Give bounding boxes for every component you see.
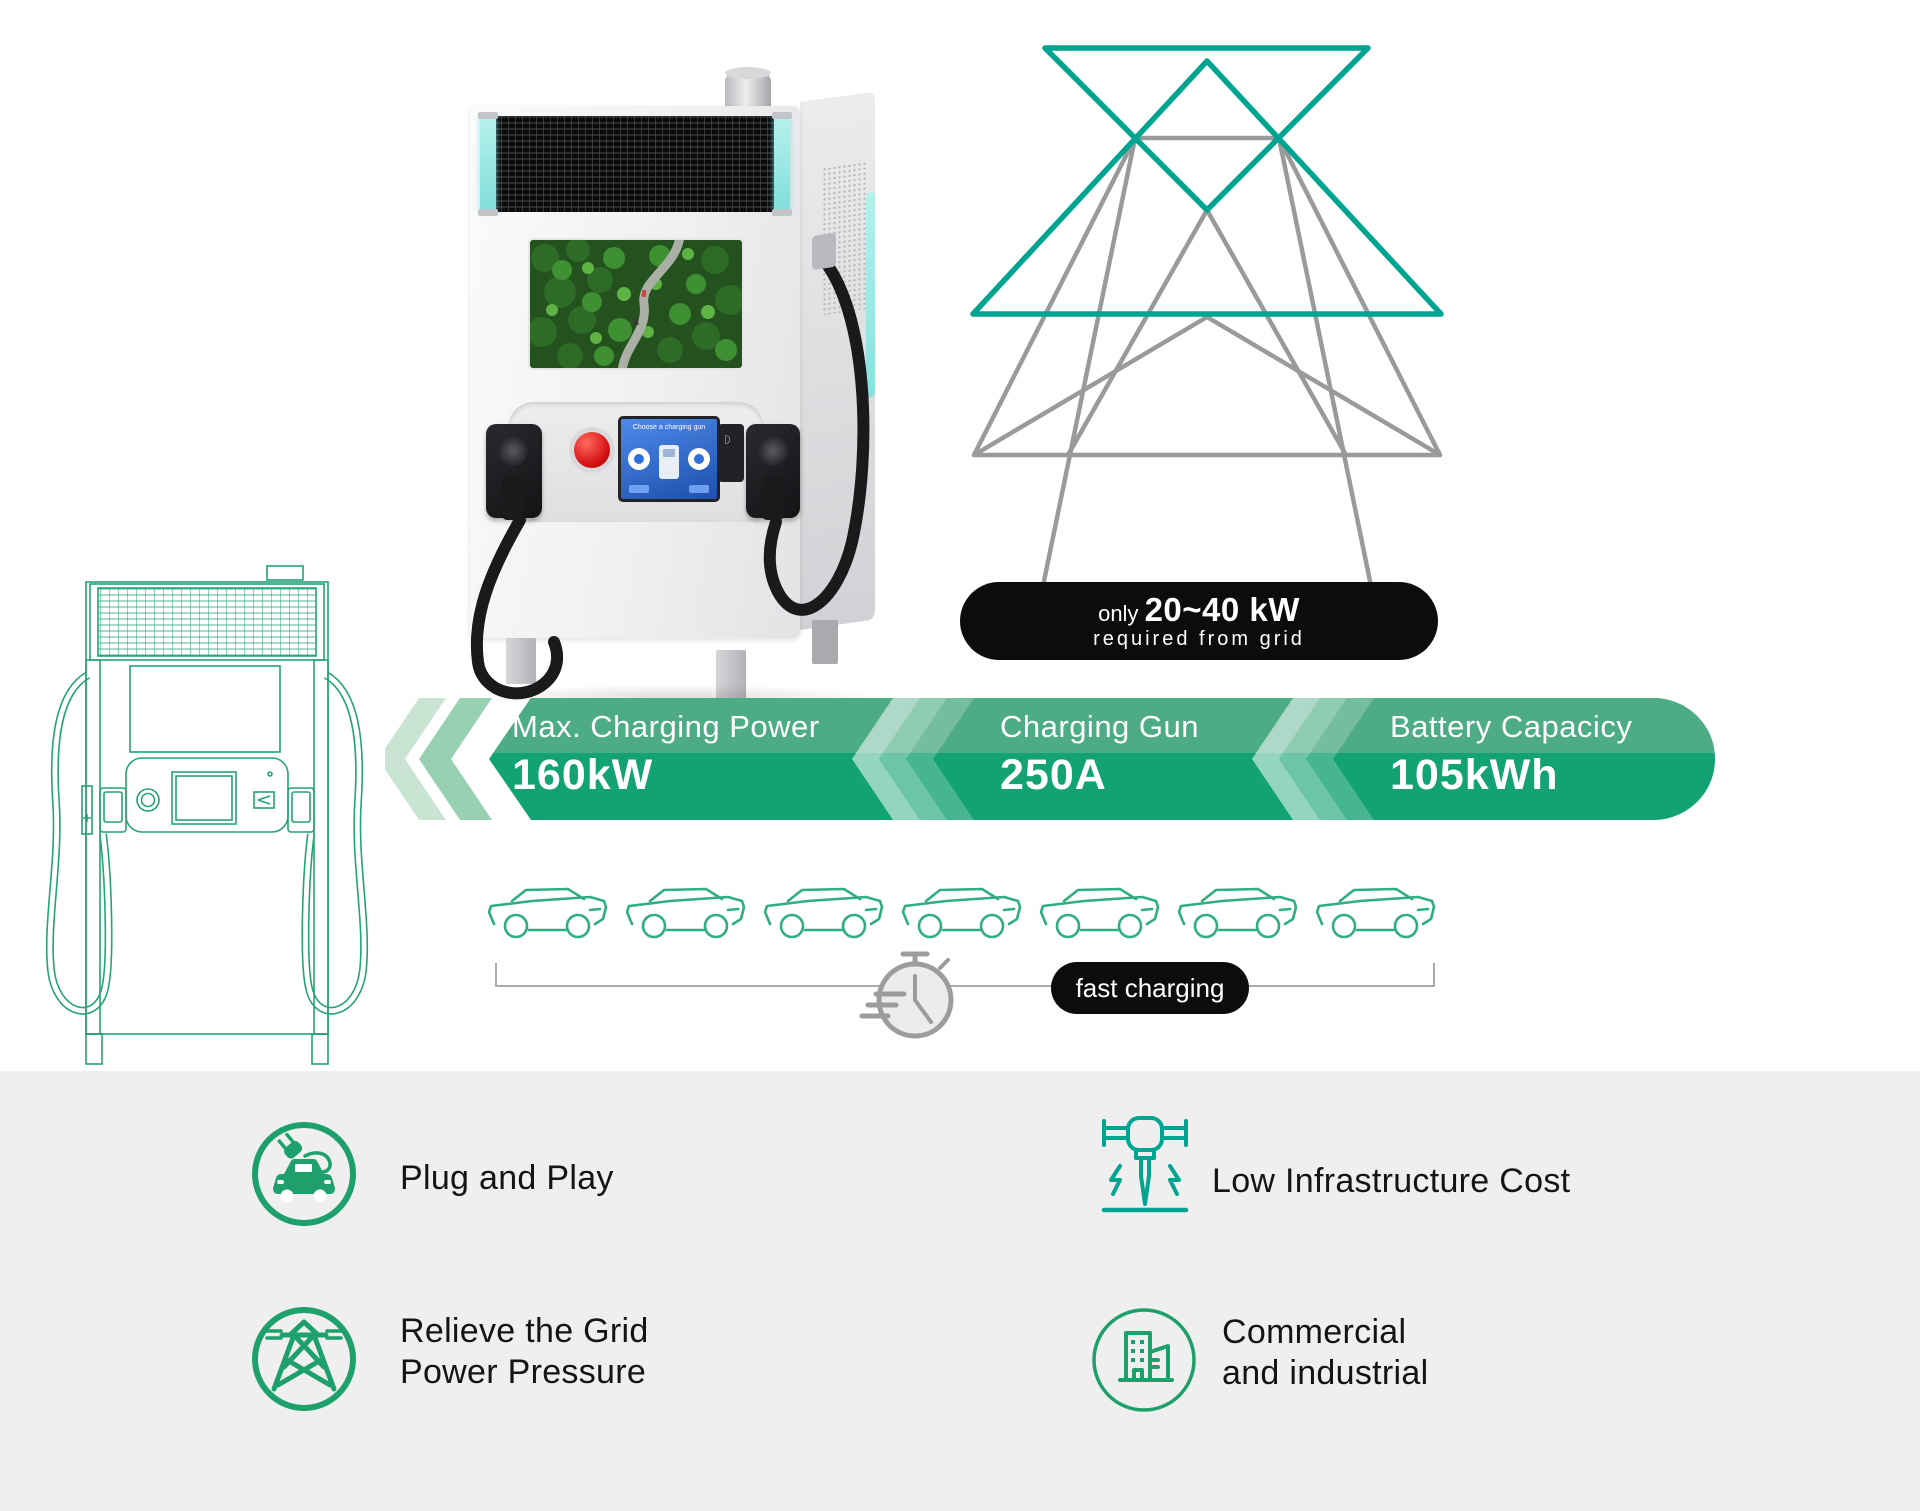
touchscreen-ui — [628, 445, 710, 493]
charger-wireframe-drawing — [45, 565, 369, 1065]
jackhammer-icon — [1101, 1116, 1189, 1213]
leg — [716, 650, 746, 700]
ventilation-grille — [480, 116, 790, 212]
charging-gun-right — [746, 424, 800, 520]
feature-commercial-industrial: Commercial and industrial — [1222, 1313, 1429, 1392]
car-icon — [1315, 887, 1436, 939]
emergency-stop-button — [574, 432, 610, 468]
timeline-tick-right — [1433, 963, 1435, 987]
power-pylon-drawing — [970, 45, 1444, 589]
car-icon — [1177, 887, 1298, 939]
leg — [812, 620, 838, 664]
charging-cables — [470, 233, 870, 700]
power-tower-icon — [252, 1307, 356, 1411]
spec-banner-background — [385, 698, 1715, 820]
feature-low-infrastructure-cost: Low Infrastructure Cost — [1212, 1162, 1571, 1200]
plug-car-icon — [252, 1122, 356, 1226]
fast-charging-badge: fast charging — [1051, 962, 1249, 1014]
footer-band — [0, 1071, 1920, 1511]
charging-station-photo: Choose a charging gun — [470, 67, 880, 710]
car-icon — [901, 887, 1022, 939]
spec-banner: Max. Charging Power 160kW Charging Gun 2… — [385, 698, 1715, 820]
car-icon — [763, 887, 884, 939]
touchscreen: Choose a charging gun — [618, 416, 720, 502]
light-strip-right — [772, 112, 792, 216]
spec-label: Max. Charging Power — [512, 709, 820, 744]
grid-power-subtitle: required from grid — [1093, 628, 1305, 651]
car-icon — [487, 887, 608, 939]
card-reader — [718, 424, 744, 482]
timeline-line — [496, 985, 1434, 987]
grid-power-line: only 20~40 kW — [960, 591, 1438, 629]
light-strip-left — [478, 112, 498, 216]
car-row — [486, 886, 1446, 944]
advertising-screen — [530, 240, 742, 368]
spec-label: Charging Gun — [1000, 709, 1200, 744]
stopwatch-icon — [859, 951, 954, 1039]
forest-road-image — [530, 240, 742, 368]
touchscreen-title: Choose a charging gun — [632, 424, 706, 431]
spec-value: 105kWh — [1390, 751, 1559, 799]
spec-value: 250A — [1000, 751, 1107, 799]
leg — [506, 638, 536, 684]
building-icon — [1092, 1308, 1196, 1412]
spec-value: 160kW — [512, 751, 654, 799]
timeline-tick-left — [495, 963, 497, 987]
car-icon — [1039, 887, 1160, 939]
spec-label: Battery Capacicy — [1390, 709, 1633, 744]
grid-power-badge: only 20~40 kW required from grid — [960, 582, 1438, 660]
grid-power-prefix: only — [1098, 600, 1139, 626]
car-icon — [625, 887, 746, 939]
feature-plug-and-play: Plug and Play — [400, 1159, 614, 1197]
grid-power-value: 20~40 kW — [1144, 590, 1300, 628]
feature-relieve-grid: Relieve the Grid Power Pressure — [400, 1312, 649, 1391]
charging-gun-left — [486, 424, 542, 520]
